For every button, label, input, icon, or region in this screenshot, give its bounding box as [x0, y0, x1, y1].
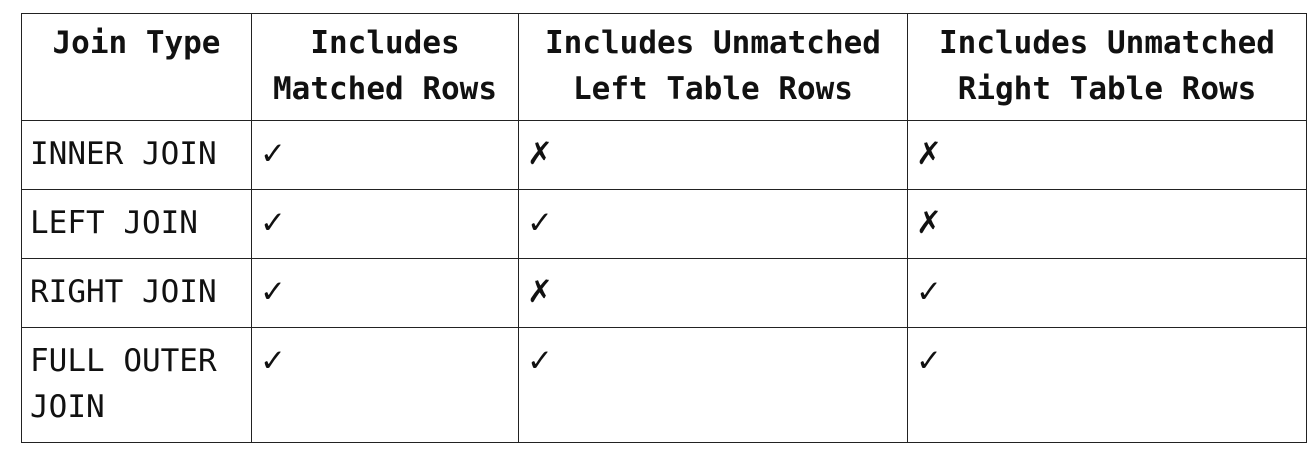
join-type-line: LEFT JOIN: [30, 205, 198, 241]
table-row: LEFT JOIN ✓ ✓ ✗: [21, 189, 1307, 259]
cell-join-type: INNER JOIN: [21, 120, 252, 190]
cross-icon: ✗: [527, 136, 553, 172]
cell-matched: ✓: [251, 258, 519, 328]
cell-unmatched-right: ✗: [907, 189, 1307, 259]
cell-join-type: RIGHT JOIN: [21, 258, 252, 328]
header-join-type: Join Type: [21, 13, 252, 121]
header-matched-rows-line-1: Includes: [310, 25, 460, 61]
header-unmatched-right: Includes Unmatched Right Table Rows: [907, 13, 1307, 121]
join-comparison-table: Join Type Includes Matched Rows Includes…: [21, 13, 1307, 443]
cross-icon: ✗: [916, 205, 942, 241]
check-icon: ✓: [260, 274, 286, 310]
cell-unmatched-left: ✗: [518, 258, 908, 328]
check-icon: ✓: [260, 205, 286, 241]
table-row: FULL OUTER JOIN ✓ ✓ ✓: [21, 327, 1307, 443]
cell-unmatched-left: ✓: [518, 327, 908, 443]
check-icon: ✓: [527, 343, 553, 379]
join-comparison-table-container: Join Type Includes Matched Rows Includes…: [21, 13, 1307, 443]
cell-unmatched-right: ✓: [907, 258, 1307, 328]
cell-unmatched-right: ✓: [907, 327, 1307, 443]
cell-unmatched-left: ✗: [518, 120, 908, 190]
cell-matched: ✓: [251, 327, 519, 443]
table-row: RIGHT JOIN ✓ ✗ ✓: [21, 258, 1307, 328]
join-type-line: JOIN: [30, 389, 105, 425]
cell-matched: ✓: [251, 120, 519, 190]
header-unmatched-right-line-2: Right Table Rows: [957, 71, 1257, 107]
header-unmatched-left: Includes Unmatched Left Table Rows: [518, 13, 908, 121]
table-row: INNER JOIN ✓ ✗ ✗: [21, 120, 1307, 190]
cross-icon: ✗: [527, 274, 553, 310]
check-icon: ✓: [916, 343, 942, 379]
join-type-line: RIGHT JOIN: [30, 274, 217, 310]
cell-unmatched-right: ✗: [907, 120, 1307, 190]
cross-icon: ✗: [916, 136, 942, 172]
header-unmatched-left-line-2: Left Table Rows: [573, 71, 853, 107]
header-matched-rows-line-2: Matched Rows: [273, 71, 497, 107]
check-icon: ✓: [260, 343, 286, 379]
check-icon: ✓: [260, 136, 286, 172]
header-unmatched-right-line-1: Includes Unmatched: [939, 25, 1275, 61]
header-join-type-line-1: Join Type: [52, 25, 221, 61]
cell-matched: ✓: [251, 189, 519, 259]
join-type-line: FULL OUTER: [30, 343, 217, 379]
check-icon: ✓: [916, 274, 942, 310]
cell-join-type: LEFT JOIN: [21, 189, 252, 259]
cell-join-type: FULL OUTER JOIN: [21, 327, 252, 443]
join-type-line: INNER JOIN: [30, 136, 217, 172]
header-row: Join Type Includes Matched Rows Includes…: [21, 13, 1307, 121]
header-unmatched-left-line-1: Includes Unmatched: [545, 25, 881, 61]
cell-unmatched-left: ✓: [518, 189, 908, 259]
header-matched-rows: Includes Matched Rows: [251, 13, 519, 121]
check-icon: ✓: [527, 205, 553, 241]
